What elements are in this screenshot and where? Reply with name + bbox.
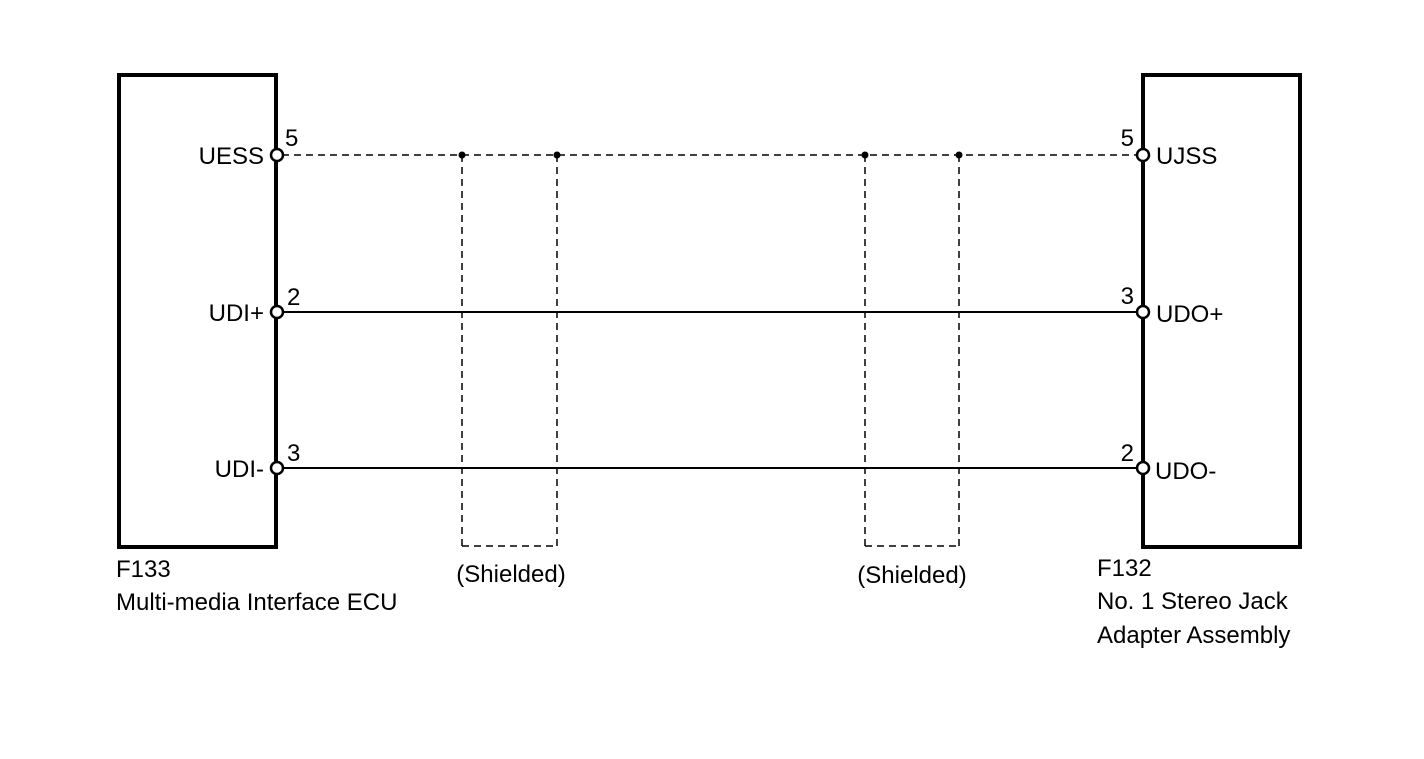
right-pin-number: 3 [1121, 283, 1134, 310]
left-pin-signal-udi-plus: UDI+ [209, 300, 264, 327]
shield-junction-dot [553, 151, 561, 159]
right-pin-signal-udo-plus: UDO+ [1156, 301, 1223, 328]
right-component-name-line2: Adapter Assembly [1097, 622, 1290, 649]
terminal-circle [1135, 147, 1151, 163]
terminal-circle [1135, 304, 1151, 320]
left-pin-signal-uess: UESS [199, 143, 264, 170]
right-pin-signal-ujss: UJSS [1156, 143, 1217, 170]
left-pin-number: 2 [287, 284, 300, 311]
left-pin-number: 5 [285, 125, 298, 152]
left-pin-number: 3 [287, 440, 300, 467]
left-component-name: Multi-media Interface ECU [116, 589, 397, 616]
right-pin-number: 5 [1121, 125, 1134, 152]
shield-label: (Shielded) [857, 562, 966, 589]
shield-label: (Shielded) [456, 561, 565, 588]
terminal-circle [269, 460, 285, 476]
shield-junction-dot [955, 151, 963, 159]
left-component-code: F133 [116, 556, 171, 583]
right-pin-number: 2 [1121, 440, 1134, 467]
shield-junction-dot [458, 151, 466, 159]
terminal-circle [1135, 460, 1151, 476]
shield-1 [458, 151, 561, 547]
shield-junction-dot [861, 151, 869, 159]
right-component-code: F132 [1097, 555, 1152, 582]
shield-2 [861, 151, 963, 547]
right-pin-signal-udo-minus: UDO- [1155, 458, 1216, 485]
terminal-circle [269, 147, 285, 163]
left-pin-signal-udi-minus: UDI- [215, 456, 264, 483]
right-component-name-line1: No. 1 Stereo Jack [1097, 588, 1289, 615]
terminal-circle [269, 304, 285, 320]
